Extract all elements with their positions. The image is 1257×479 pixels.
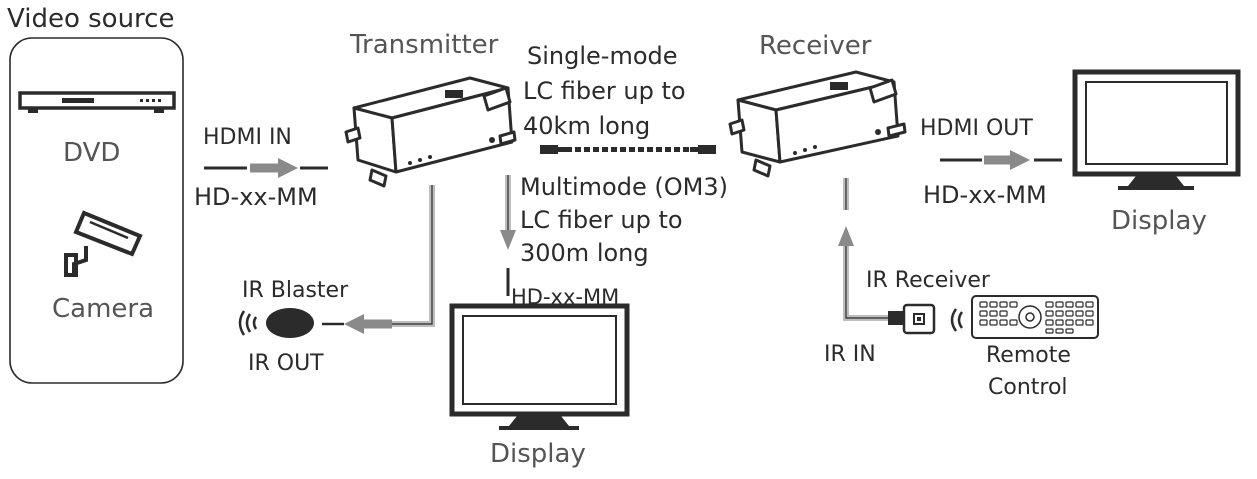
single-mode-line-2: LC fiber up to [523, 77, 686, 105]
display-bottom-icon [449, 303, 630, 430]
ir-blaster-label: IR Blaster [242, 278, 349, 303]
ir-in-cable [838, 178, 904, 325]
hd-left-label: HD-xx-MM [194, 183, 318, 211]
remote-control-icon [971, 295, 1099, 339]
ir-in-label: IR IN [824, 342, 876, 367]
transmitter-label: Transmitter [350, 30, 499, 60]
receiver-device-icon [728, 70, 907, 178]
video-source-label: Video source [7, 4, 175, 34]
display-bottom-label: Display [490, 439, 586, 469]
camera-label: Camera [52, 294, 155, 324]
ir-receiver-icon [902, 303, 964, 335]
remote-label-line-1: Remote [986, 343, 1071, 368]
display-right-label: Display [1111, 206, 1207, 236]
transmitter-device-icon [344, 76, 517, 188]
receiver-label: Receiver [759, 31, 872, 61]
multimode-line-2: LC fiber up to [520, 206, 683, 234]
ir-receiver-label: IR Receiver [866, 268, 990, 293]
ir-blaster-icon [238, 308, 314, 338]
ir-out-cable [322, 185, 435, 334]
multimode-line-1: Multimode (OM3) [520, 173, 728, 201]
hd-mid-label: HD-xx-MM [511, 285, 620, 309]
multimode-down-arrow [500, 175, 516, 296]
hdmi-in-arrow [204, 158, 328, 178]
security-camera-icon [64, 210, 143, 277]
hdmi-in-label: HDMI IN [203, 125, 292, 150]
dvd-label: DVD [63, 138, 121, 168]
video-source-box [9, 37, 184, 384]
fiber-cable-icon [540, 145, 716, 154]
remote-label-line-2: Control [988, 375, 1068, 400]
single-mode-line-3: 40km long [523, 112, 651, 140]
dvd-player-icon [18, 91, 176, 113]
multimode-line-3: 300m long [520, 239, 649, 267]
single-mode-line-1: Single-mode [527, 42, 678, 70]
hdmi-out-arrow [940, 150, 1062, 170]
hd-right-label: HD-xx-MM [923, 181, 1047, 209]
hdmi-out-label: HDMI OUT [920, 116, 1033, 141]
display-right-icon [1072, 69, 1241, 190]
ir-out-label: IR OUT [248, 351, 324, 376]
